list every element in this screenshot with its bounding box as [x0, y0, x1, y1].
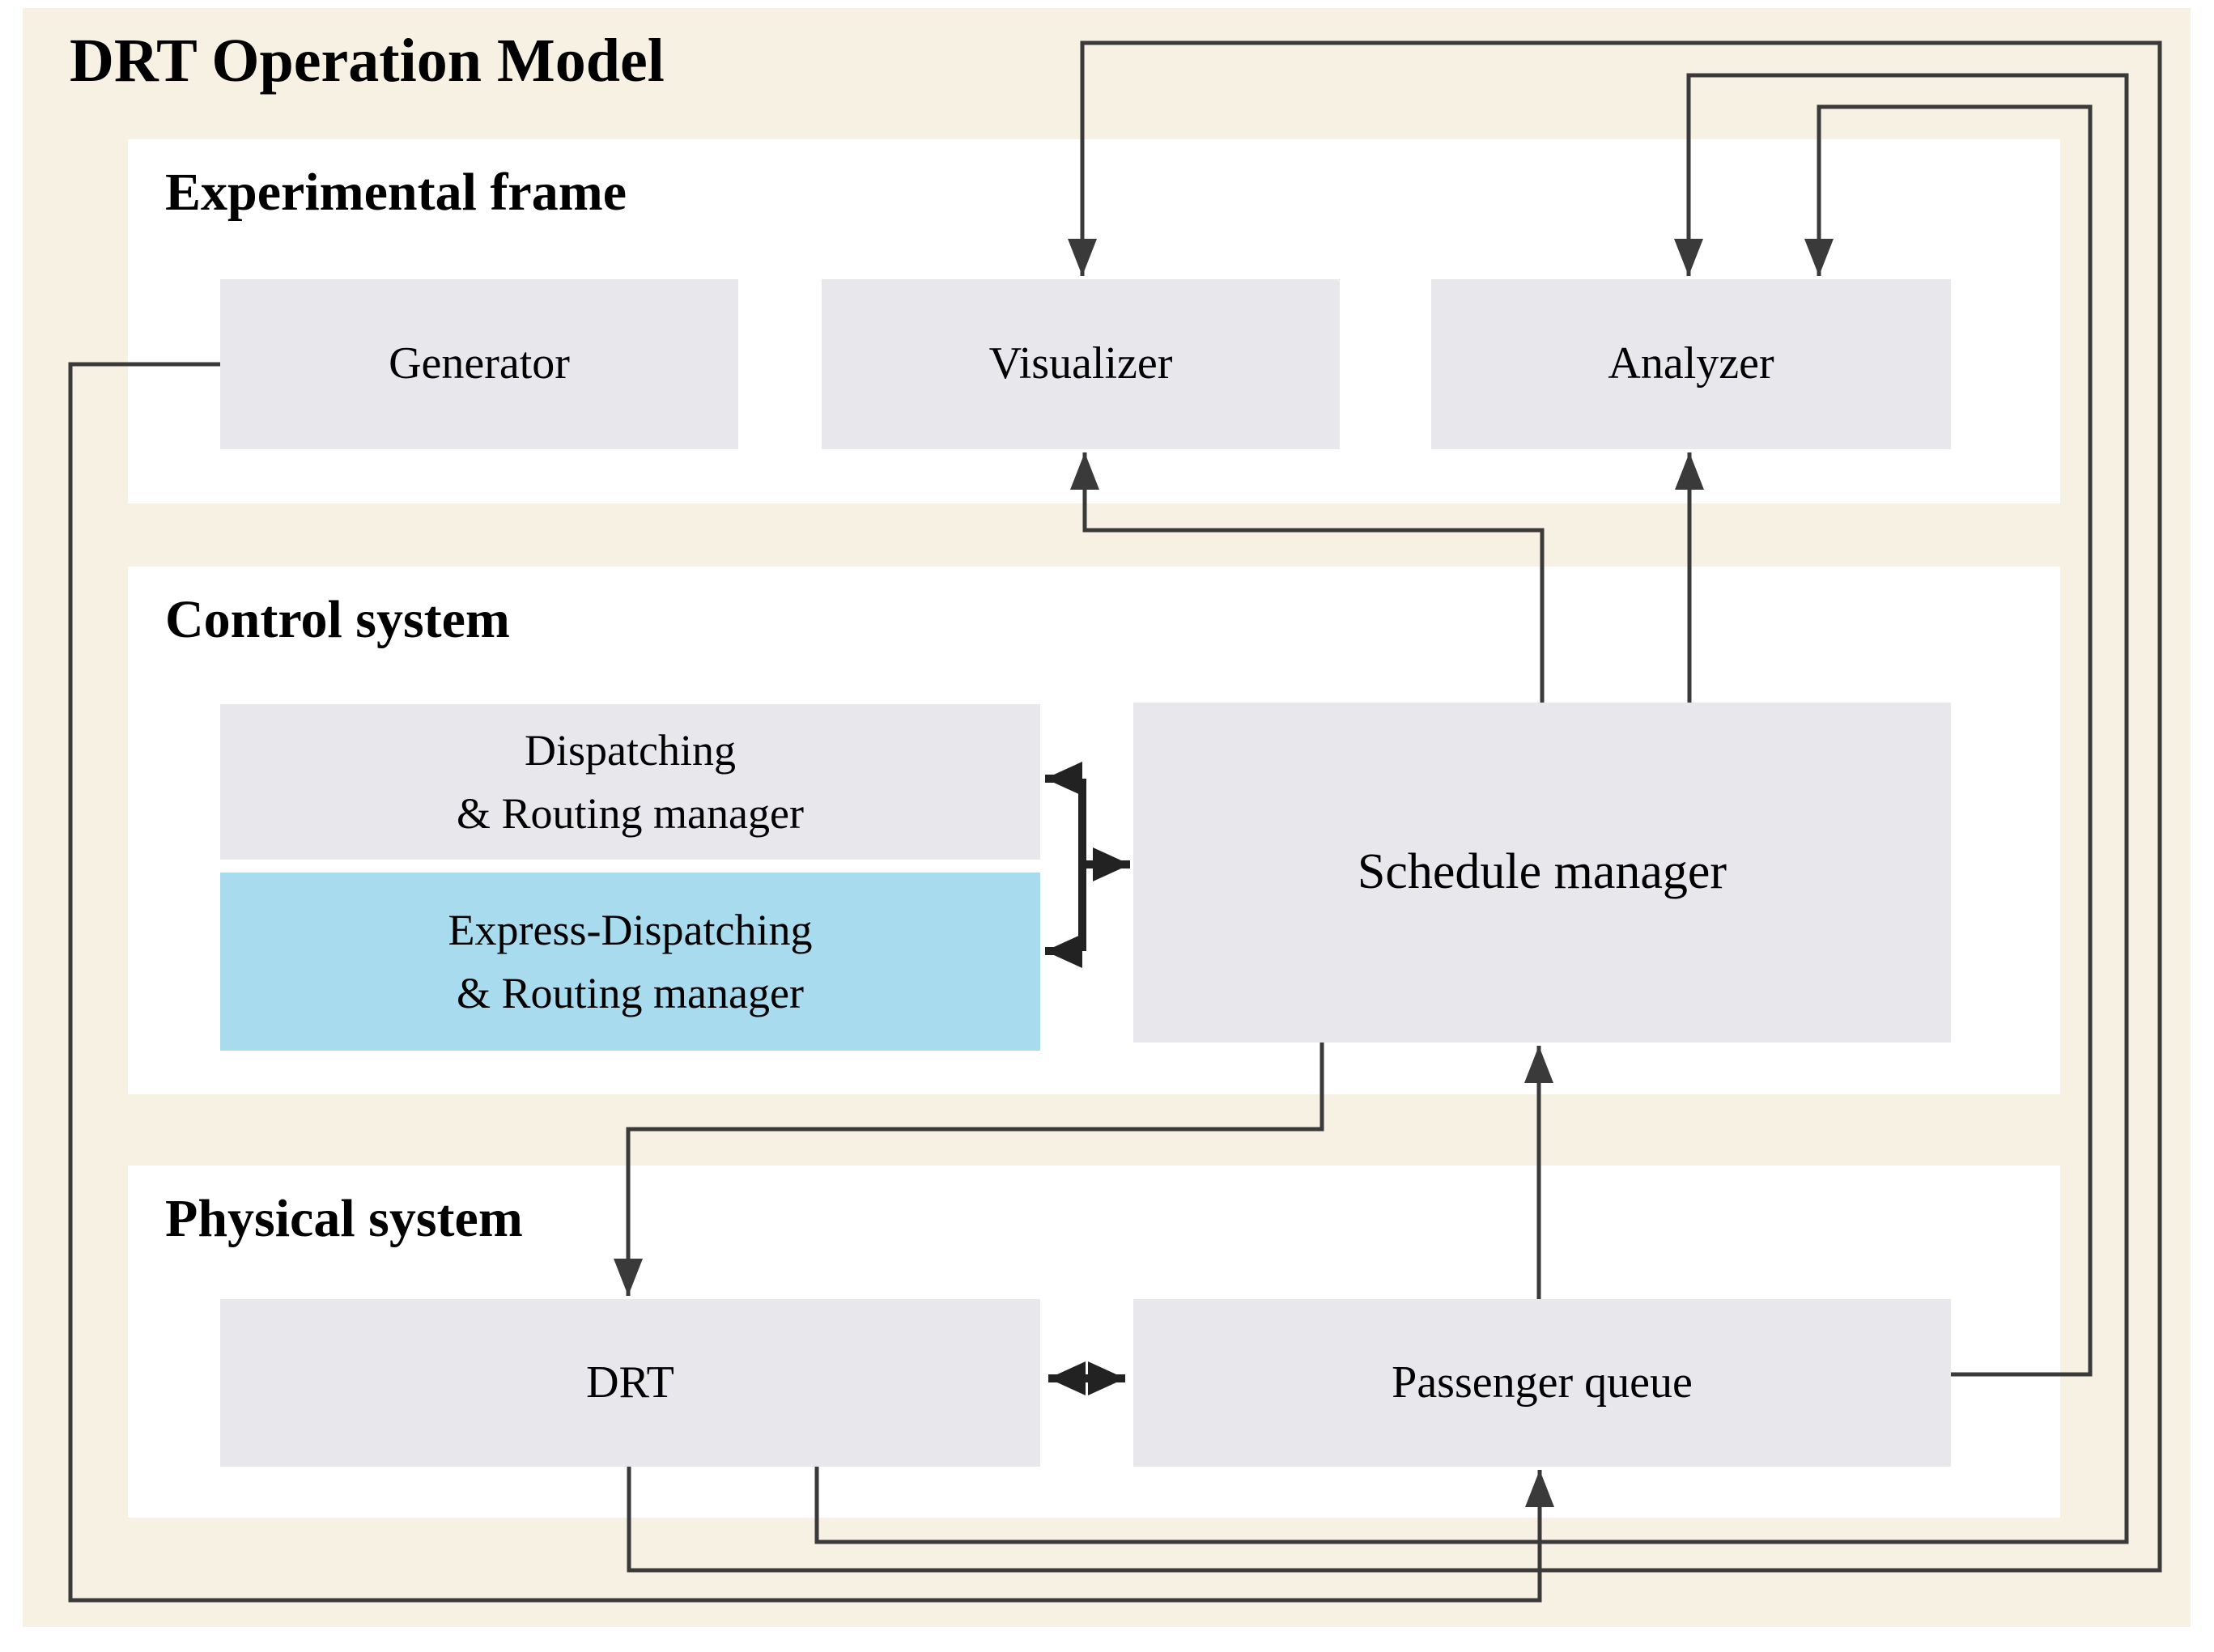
generator-box: Generator [220, 279, 738, 449]
control-system-heading: Control system [165, 590, 510, 649]
express-dispatching-routing-manager-box: Express-Dispatching & Routing manager [220, 873, 1040, 1051]
analyzer-box: Analyzer [1431, 279, 1951, 449]
drt-box: DRT [220, 1299, 1040, 1467]
experimental-frame-heading: Experimental frame [165, 163, 627, 222]
dispatching-routing-manager-box: Dispatching & Routing manager [220, 704, 1040, 860]
physical-system-heading: Physical system [165, 1189, 523, 1248]
passenger-queue-box: Passenger queue [1133, 1299, 1951, 1467]
visualizer-box: Visualizer [822, 279, 1340, 449]
diagram-title: DRT Operation Model [70, 27, 665, 95]
schedule-manager-box: Schedule manager [1133, 703, 1951, 1043]
